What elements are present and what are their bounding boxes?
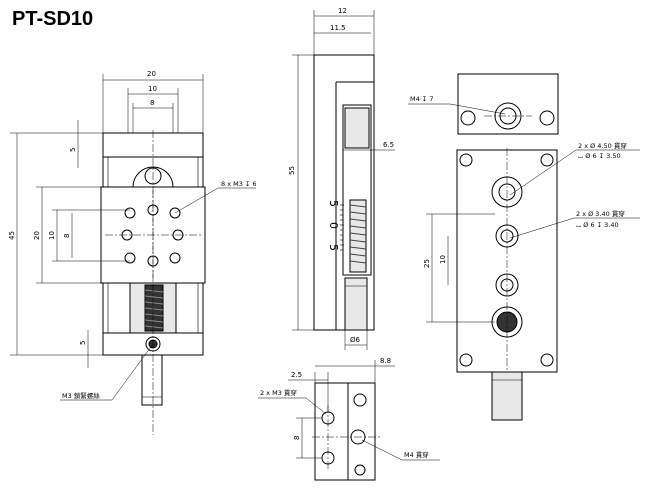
front-view: 20 10 8 45 20 10 8 5 5 8 x M3 ↧ 6 M3 鎖 (8, 70, 257, 435)
back-corner-hole (459, 153, 473, 167)
dim-text: 10 (148, 85, 157, 93)
side-knob (344, 277, 368, 331)
dim-text: 11.5 (330, 24, 346, 32)
leader-line (509, 149, 577, 196)
top-end-hole (460, 110, 476, 126)
front-knob (141, 354, 163, 406)
dim-text: 8 (293, 436, 301, 440)
top-end-outline (457, 73, 559, 135)
leader-line (509, 217, 575, 239)
front-top-arc (132, 166, 174, 188)
front-hole (169, 252, 181, 264)
back-knob (491, 371, 523, 421)
callout-340-line1: 2 x Ø 3.40 貫穿 (576, 209, 625, 218)
back-view: 25 10 2 x Ø 4.50 貫穿 ⌴ Ø 6 ↧ 3.50 2 x Ø 3… (423, 141, 640, 421)
dim-text: 20 (33, 231, 41, 240)
scale-label: 5 (327, 200, 340, 207)
callout-m3: 2 x M3 貫穿 (260, 388, 297, 397)
callout-holes: 8 x M3 ↧ 6 (221, 180, 257, 188)
bottom-side-hole (353, 393, 367, 407)
bottom-view: 2.5 8.8 8 2 x M3 貫穿 M4 貫穿 (258, 357, 440, 481)
side-scale (340, 204, 344, 251)
back-corner-hole (540, 153, 554, 167)
dim-text: 8.8 (380, 357, 391, 365)
callout-450-line2: ⌴ Ø 6 ↧ 3.50 (578, 152, 621, 160)
front-hole (124, 252, 136, 264)
scale-label: 0 (327, 222, 340, 229)
top-end-view: M4 ↧ 7 (408, 73, 559, 135)
top-end-hole (539, 110, 555, 126)
side-view: 5 0 5 12 11.5 55 6.5 Ø6 (288, 7, 395, 350)
scale-label: 5 (327, 244, 340, 251)
dim-text: Ø6 (350, 336, 361, 344)
dim-text: 10 (48, 231, 56, 240)
drawing-title: PT-SD10 (12, 8, 94, 30)
dim-text: 10 (439, 255, 447, 264)
side-screw-thread (349, 204, 367, 264)
leader-line (111, 343, 154, 401)
front-screw-thread (144, 289, 164, 329)
side-upper-block (344, 107, 370, 149)
dim-text: 2.5 (291, 371, 302, 379)
dim-text: 8 (63, 234, 71, 238)
leader-line (305, 397, 327, 415)
dim-text: 5 (69, 148, 77, 152)
leader-line (174, 187, 219, 214)
dim-text: 6.5 (383, 141, 394, 149)
leader-line (361, 439, 403, 461)
dim-text: 12 (338, 7, 347, 15)
dim-text: 8 (150, 99, 154, 107)
callout-340-line2: ⌴ Ø 6 ↧ 3.40 (576, 221, 619, 229)
callout-screw: M3 鎖緊螺絲 (62, 391, 100, 400)
front-hole (169, 207, 181, 219)
dim-text: 25 (423, 259, 431, 268)
dim-text: 55 (288, 166, 296, 175)
bottom-side-hole (354, 464, 366, 476)
callout-m4-bottom: M4 貫穿 (404, 450, 429, 459)
back-corner-hole (459, 353, 473, 367)
leader-line (449, 103, 506, 115)
dim-text: 20 (147, 70, 156, 78)
front-hole (124, 207, 136, 219)
callout-m4: M4 ↧ 7 (410, 95, 433, 103)
dim-text: 45 (8, 231, 16, 240)
callout-450-line1: 2 x Ø 4.50 貫穿 (578, 141, 627, 150)
dim-text: 5 (79, 341, 87, 345)
back-corner-hole (540, 353, 554, 367)
